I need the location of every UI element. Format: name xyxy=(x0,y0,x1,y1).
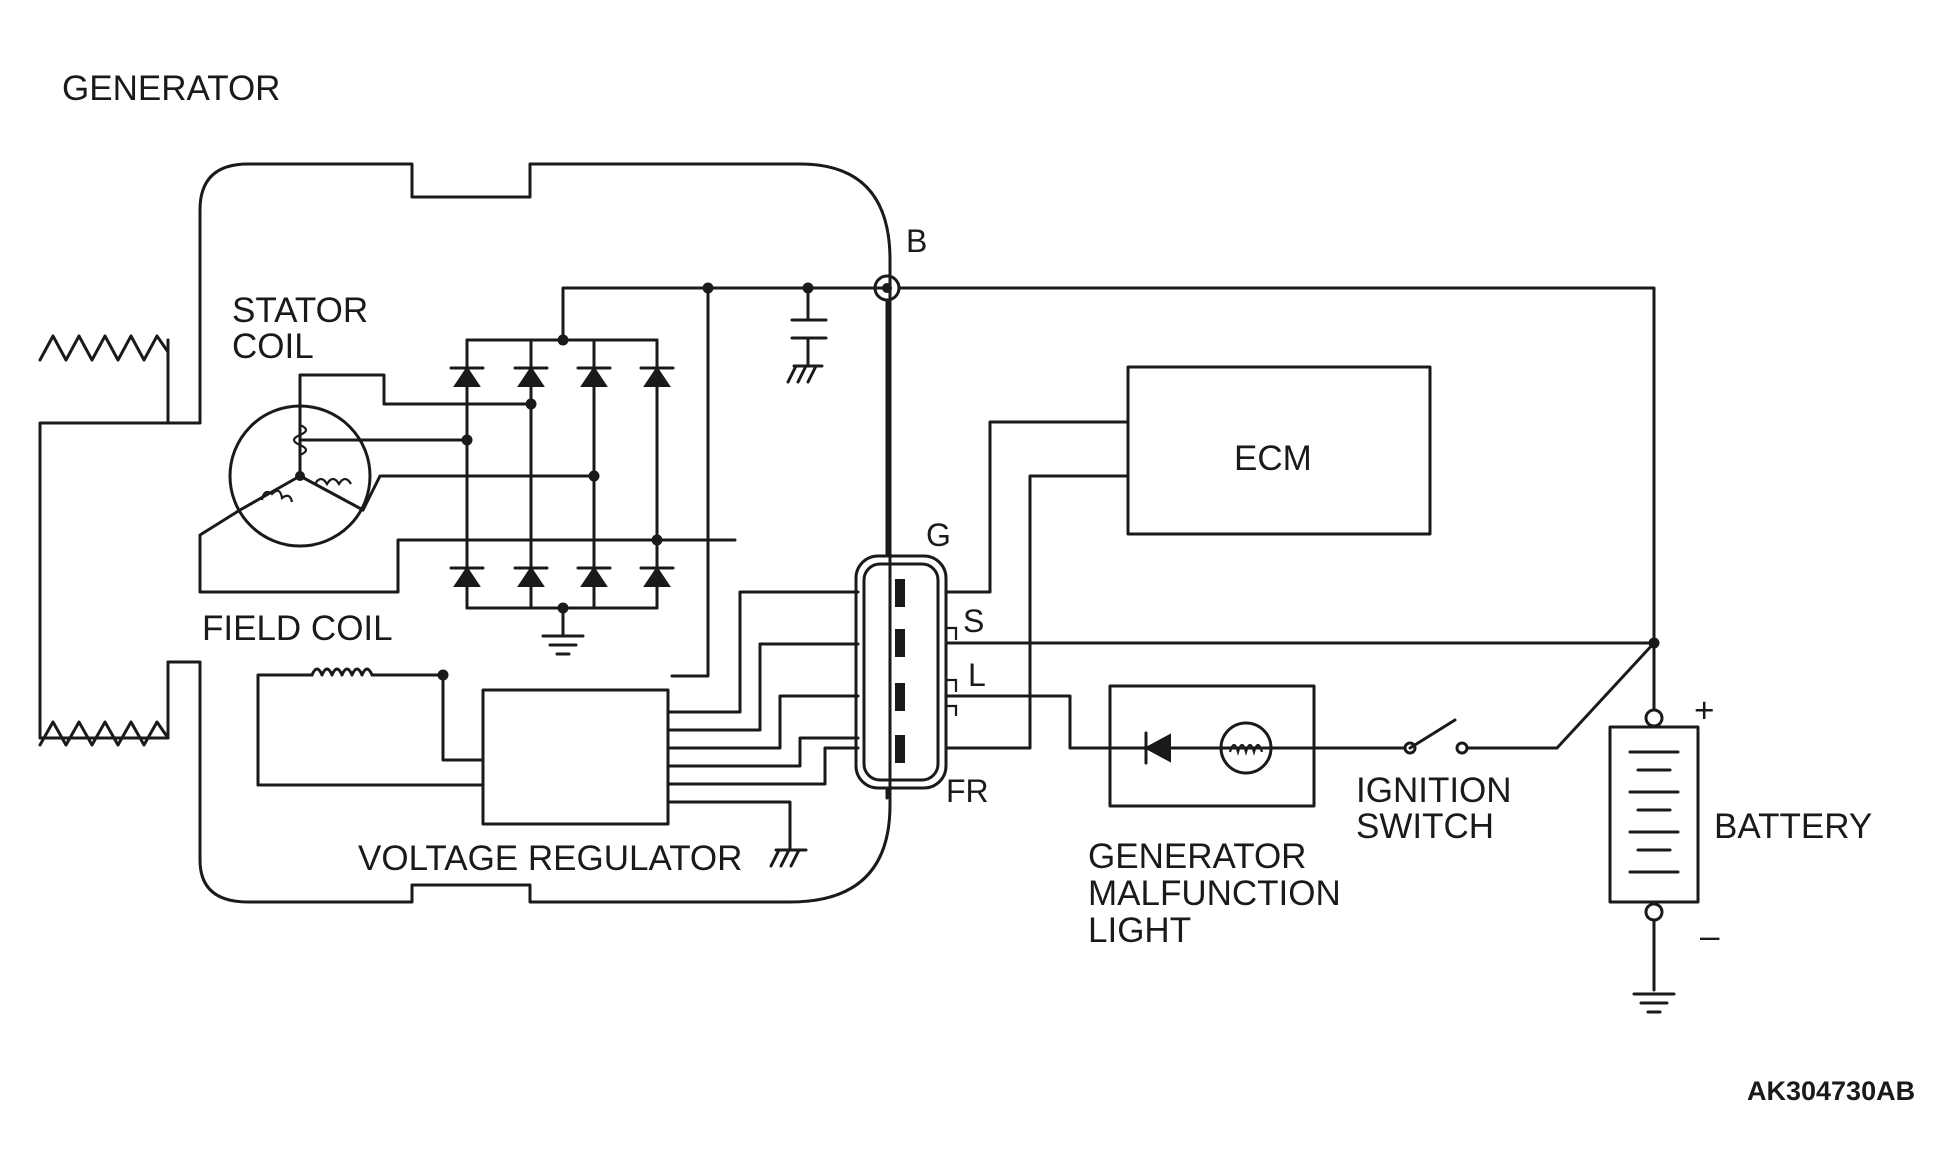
rectifier-bridge xyxy=(449,338,675,610)
ecm-label: ECM xyxy=(1234,439,1312,478)
diode-icon xyxy=(1143,731,1171,765)
battery-minus-label: – xyxy=(1700,917,1720,956)
ground-icon xyxy=(769,848,808,868)
diode-icon xyxy=(449,566,485,587)
voltage-regulator-label: VOLTAGE REGULATOR xyxy=(358,839,742,878)
terminal-s-label: S xyxy=(963,603,984,639)
ignition-switch-label-2: SWITCH xyxy=(1356,807,1494,846)
ecm-box xyxy=(1126,365,1432,536)
stator-coil-label-1: STATOR xyxy=(232,291,368,330)
terminal-b-label: B xyxy=(906,223,927,259)
lamp-icon xyxy=(1219,721,1273,775)
diode-icon xyxy=(513,366,549,387)
terminal-fr-label: FR xyxy=(946,773,989,809)
terminal-g-label: G xyxy=(926,517,951,553)
diode-icon xyxy=(639,566,675,587)
malfunction-light-box xyxy=(1108,684,1316,808)
battery-plus-label: + xyxy=(1694,691,1714,730)
pulley xyxy=(38,334,170,747)
ignition-switch-label-1: IGNITION xyxy=(1356,771,1512,810)
stator-coil-icon xyxy=(228,403,372,548)
malfunction-light-label-1: GENERATOR xyxy=(1088,837,1306,876)
malfunction-light-label-3: LIGHT xyxy=(1088,911,1191,950)
voltage-regulator xyxy=(481,688,670,826)
field-coil-icon xyxy=(256,667,485,787)
ground-icon xyxy=(786,364,824,384)
capacitor-icon xyxy=(790,282,828,368)
generator-housing xyxy=(166,162,892,904)
diode-icon xyxy=(639,366,675,387)
connector-icon xyxy=(854,554,958,800)
diode-icon xyxy=(576,366,612,387)
malfunction-light-label-2: MALFUNCTION xyxy=(1088,874,1341,913)
generator-label: GENERATOR xyxy=(62,69,280,108)
diode-icon xyxy=(576,566,612,587)
ground-icon xyxy=(1632,992,1676,1014)
diode-icon xyxy=(513,566,549,587)
diode-icon xyxy=(449,366,485,387)
field-coil-label: FIELD COIL xyxy=(202,609,393,648)
stator-coil-label-2: COIL xyxy=(232,327,314,366)
battery-label: BATTERY xyxy=(1714,807,1872,846)
ground-icon xyxy=(541,634,585,656)
battery-icon xyxy=(1608,641,1700,992)
terminal-l-label: L xyxy=(968,657,986,693)
switch-icon xyxy=(1312,641,1656,755)
figure-code: AK304730AB xyxy=(1747,1076,1915,1106)
